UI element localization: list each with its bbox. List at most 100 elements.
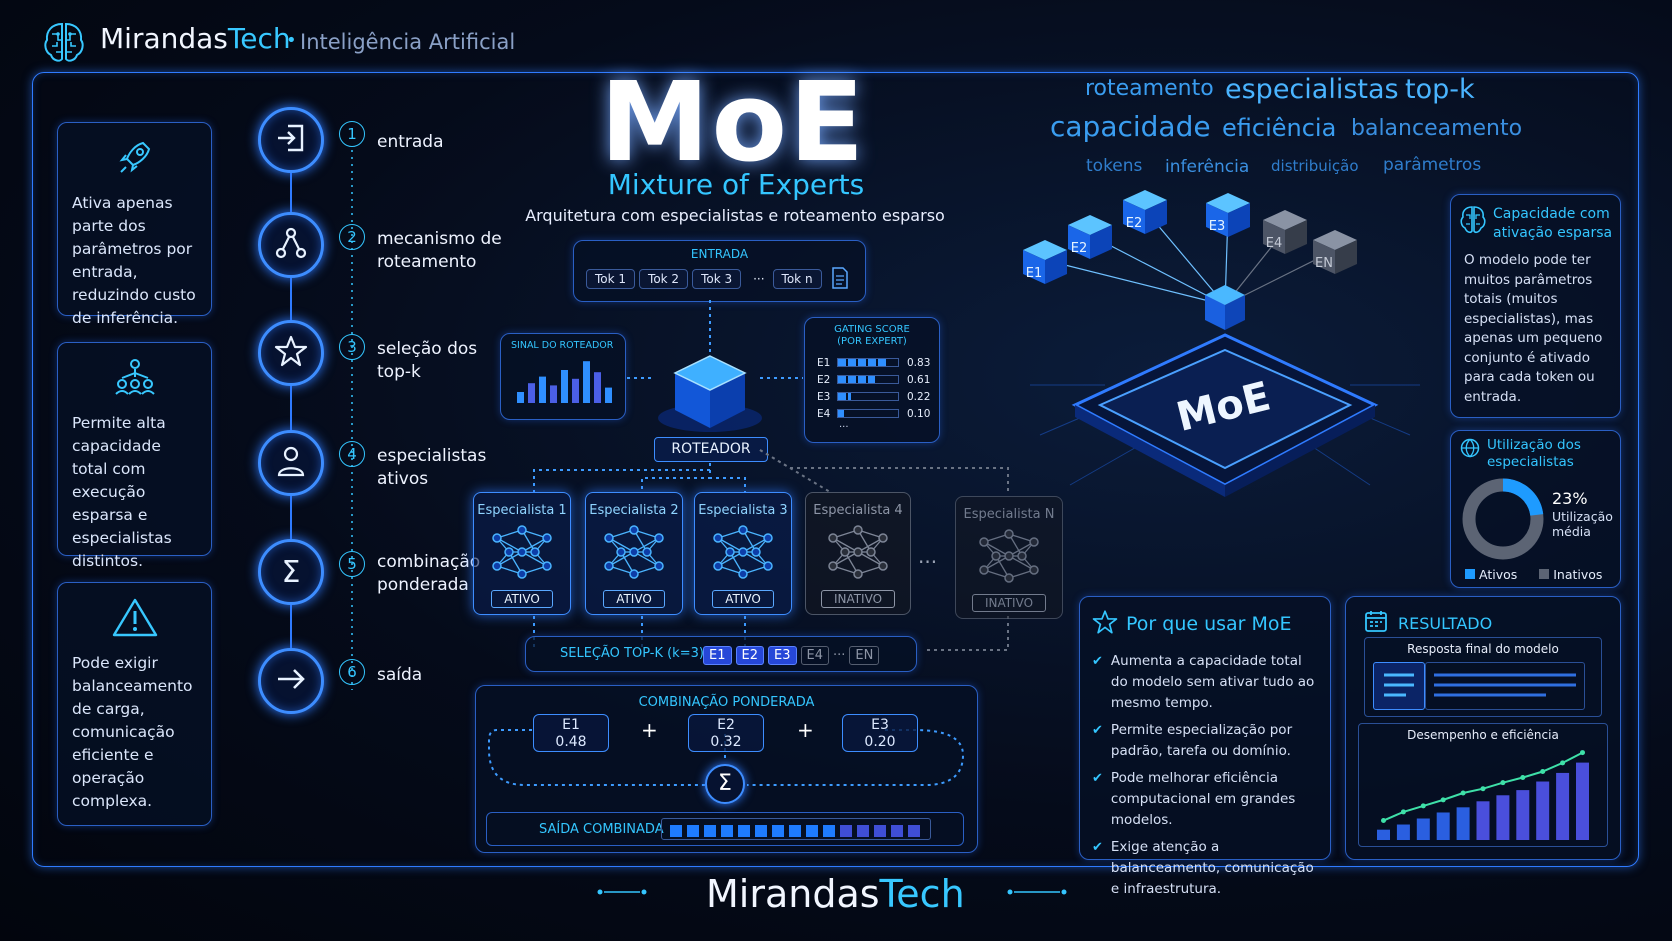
expert-cube-icon: E2 (1123, 190, 1167, 234)
combination-title: COMBINAÇÃO PONDERADA (638, 695, 815, 710)
step-5-circle: Σ (258, 539, 324, 605)
step-label: seleção dos top-k (377, 339, 478, 382)
step-6-circle (258, 648, 324, 714)
signal-bar (550, 385, 557, 403)
step-label: combinação ponderada (377, 552, 481, 595)
token: Tok n (772, 268, 822, 289)
signal-bar (583, 361, 590, 403)
topk-ellipsis: ··· (833, 648, 846, 663)
perf-point (1400, 809, 1406, 815)
expert-cube-icon: EN (1313, 230, 1357, 274)
gating-more: ··· (839, 422, 849, 433)
step-label: mecanismo de roteamento (377, 229, 502, 272)
weight-box: E3 0.20 (842, 714, 918, 752)
utilization-caption: Utilização média (1552, 509, 1613, 539)
perf-point (1480, 786, 1486, 792)
neural-net-icon (492, 525, 552, 579)
perf-point (1420, 803, 1426, 809)
cloud-word: balanceamento (1351, 116, 1523, 141)
output-cell (823, 825, 835, 837)
router-signal-chart (517, 361, 612, 403)
gating-value: 0.83 (907, 356, 931, 369)
neural-net-icon (828, 525, 888, 579)
gating-expert-name: E1 (817, 356, 831, 369)
perf-point (1460, 790, 1466, 796)
output-cell (704, 825, 716, 837)
router-label: ROTEADOR (654, 437, 768, 462)
why-bullet: ✔Exige atenção a balanceamento, comunica… (1092, 837, 1322, 900)
gating-row: E2 0.61 (817, 371, 939, 388)
footer-decoration (597, 889, 1067, 895)
gating-bar (837, 392, 899, 401)
expert-name: Especialista 2 (589, 503, 679, 518)
cloud-word: distribuição (1271, 157, 1359, 175)
step-number: 6 (339, 659, 365, 685)
topk-chip: E1 (703, 646, 732, 665)
step-2-circle (258, 212, 324, 278)
warning-icon (72, 597, 197, 644)
weight-name: E2 (717, 717, 735, 733)
expert-name: Especialista 1 (477, 503, 567, 518)
perf-bar (1396, 824, 1410, 840)
page-title: MoE (600, 58, 867, 186)
expert-card-3: Especialista 3 ATIVO (694, 492, 792, 615)
cloud-word: roteamento (1085, 76, 1214, 101)
experts-ellipsis: ··· (918, 550, 938, 574)
star-outline-icon (1092, 609, 1118, 639)
utilization-card: Utilização dos especialistas 23% Utiliza… (1450, 430, 1621, 588)
expert-name: Especialista 3 (698, 503, 788, 518)
output-cell (840, 825, 852, 837)
output-cell (908, 825, 920, 837)
legend-active-label: Ativos (1478, 567, 1518, 582)
arrow-right-icon (274, 662, 308, 700)
step-number: 2 (339, 224, 365, 250)
capacity-text: O modelo pode ter muitos parâmetros tota… (1464, 252, 1603, 405)
gating-bar-fill (838, 393, 852, 400)
check-icon: ✔ (1092, 840, 1103, 855)
perf-bar (1436, 812, 1450, 840)
step-label: entrada (377, 132, 444, 152)
final-answer-box: Resposta final do modelo (1364, 637, 1602, 717)
answer-lines-icon (1373, 662, 1425, 710)
info-card-text: Pode exigir balanceamento de carga, comu… (72, 654, 193, 810)
expert-name: Especialista 4 (813, 503, 903, 518)
gating-row: E1 0.83 (817, 354, 939, 371)
weight-name: E3 (871, 717, 889, 733)
signal-bar (605, 387, 612, 403)
info-card-text: Permite alta capacidade total com execuç… (72, 414, 172, 570)
expert-card-1: Especialista 1 ATIVO (473, 492, 571, 615)
perf-bar (1556, 772, 1570, 840)
weight-value: 0.48 (555, 734, 587, 750)
neural-net-icon (713, 525, 773, 579)
step-label: especialistas ativos (377, 446, 487, 489)
cube-label: E3 (1209, 219, 1226, 234)
capacity-title: Capacidade com ativação esparsa (1493, 206, 1613, 241)
performance-label: Desempenho e eficiência (1407, 728, 1559, 742)
step-number: 1 (339, 121, 365, 147)
performance-box: Desempenho e eficiência (1358, 723, 1608, 847)
why-title: Por que usar MoE (1126, 613, 1292, 635)
output-cell (772, 825, 784, 837)
gating-value: 0.61 (907, 373, 931, 386)
main-frame (32, 72, 1639, 867)
cube-label: E2 (1071, 241, 1088, 256)
router-signal-label: SINAL DO ROTEADOR (511, 340, 614, 351)
cloud-word: especialistas (1225, 74, 1399, 105)
routing-icon (274, 226, 308, 264)
plus-sign: + (641, 718, 658, 742)
utilization-title: Utilização dos especialistas (1487, 437, 1581, 470)
gating-expert-name: E2 (817, 373, 831, 386)
output-cell (874, 825, 886, 837)
footer-brand: MirandasTech (706, 872, 965, 916)
gating-expert-name: E3 (817, 390, 831, 403)
router-signal-panel: SINAL DO ROTEADOR (500, 333, 626, 420)
step-label: saída (377, 665, 423, 685)
output-cell (857, 825, 869, 837)
gating-expert-name: E4 (817, 407, 831, 420)
brand-subtitle: Inteligência Artificial (300, 30, 516, 54)
person-icon (274, 444, 308, 482)
perf-bar (1456, 807, 1470, 840)
perf-point (1580, 750, 1585, 756)
rocket-icon (72, 137, 197, 184)
